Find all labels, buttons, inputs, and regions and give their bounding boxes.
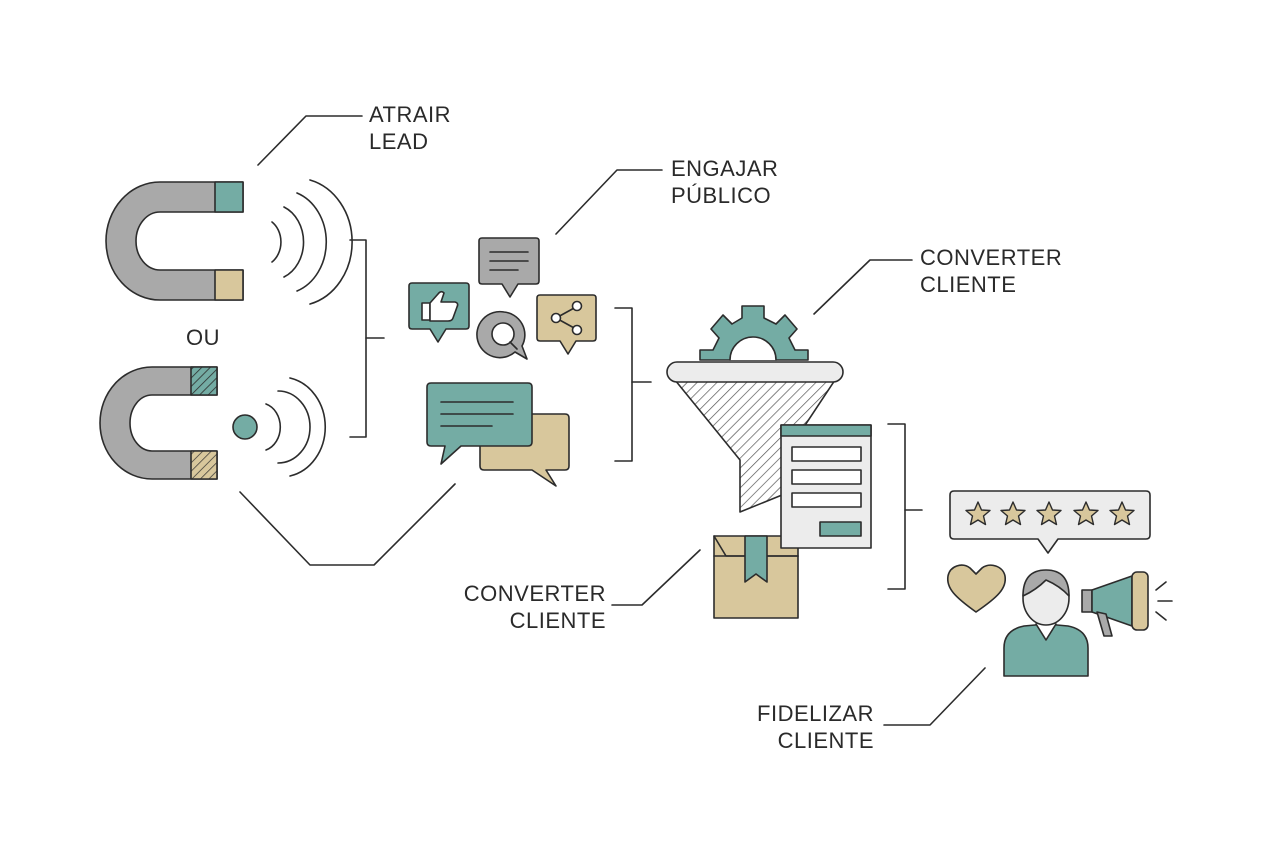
rating-bubble-icon — [949, 490, 1151, 554]
star-icon — [1000, 501, 1026, 526]
gear-icon — [699, 305, 809, 361]
like-icon — [408, 282, 470, 343]
label-line: PÚBLICO — [671, 183, 772, 208]
label-line: CONVERTER — [463, 581, 606, 606]
brackets — [349, 239, 923, 590]
megaphone-icon — [1081, 571, 1173, 637]
dot-icon — [232, 414, 258, 440]
label-line: CLIENTE — [920, 272, 1017, 297]
form-document-icon — [780, 424, 872, 549]
box-icon — [713, 535, 799, 619]
label-fidelizar-cliente: FIDELIZAR CLIENTE — [740, 700, 874, 754]
star-icon — [965, 501, 991, 526]
label-line: CLIENTE — [777, 728, 874, 753]
comment-search-icon — [476, 310, 528, 360]
customer-avatar-icon — [1003, 569, 1089, 677]
label-atrair-lead: ATRAIR LEAD — [369, 101, 451, 155]
label-converter-cliente-bottom: CONVERTER CLIENTE — [460, 580, 606, 634]
label-engajar-publico: ENGAJAR PÚBLICO — [671, 155, 778, 209]
label-converter-cliente-top: CONVERTER CLIENTE — [920, 244, 1062, 298]
star-icon — [1073, 501, 1099, 526]
heart-icon — [946, 564, 1007, 613]
magnet-icon — [99, 366, 218, 480]
magnet-icon — [105, 181, 244, 301]
label-line: ATRAIR — [369, 102, 452, 127]
leader-lines — [239, 115, 986, 726]
label-line: CLIENTE — [509, 608, 606, 633]
chat-bubble-icon — [478, 237, 540, 298]
signal-waves-icon — [265, 377, 327, 477]
star-icon — [1036, 501, 1062, 526]
label-line: LEAD — [369, 129, 429, 154]
chat-bubbles-icon — [426, 382, 570, 487]
label-line: CONVERTER — [920, 245, 1063, 270]
signal-waves-icon — [271, 179, 353, 305]
label-line: FIDELIZAR — [757, 701, 874, 726]
share-icon — [536, 294, 597, 355]
star-icon — [1109, 501, 1135, 526]
label-line: ENGAJAR — [671, 156, 779, 181]
funnel-icon — [666, 361, 844, 513]
label-ou: OU — [186, 325, 220, 350]
